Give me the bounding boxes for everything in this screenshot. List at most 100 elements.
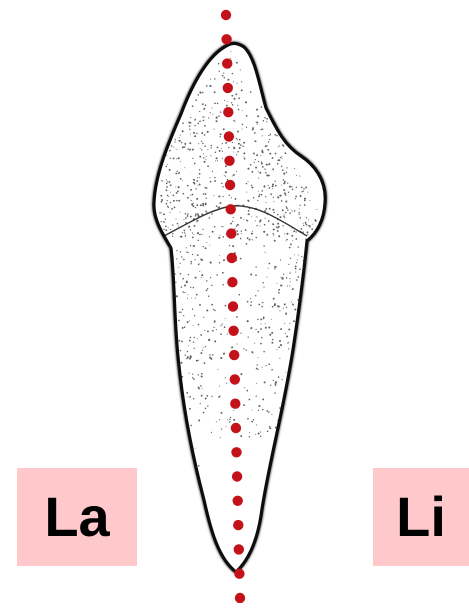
stipple-dot — [173, 157, 175, 159]
stipple-dot — [218, 115, 220, 117]
stipple-dot — [187, 197, 189, 199]
stipple-dot — [262, 135, 263, 136]
stipple-dot — [238, 109, 240, 111]
stipple-dot — [252, 239, 253, 240]
stipple-dot — [312, 224, 313, 225]
stipple-dot — [302, 231, 304, 233]
stipple-dot — [246, 390, 248, 392]
stipple-dot — [240, 258, 242, 260]
stipple-dot — [211, 285, 213, 287]
stipple-dot — [273, 298, 275, 300]
stipple-dot — [227, 79, 229, 81]
stipple-dot — [221, 428, 222, 429]
stipple-dot — [184, 167, 185, 168]
stipple-dot — [195, 277, 197, 279]
stipple-dot — [180, 212, 181, 213]
stipple-dot — [256, 368, 258, 370]
stipple-dot — [282, 144, 284, 146]
stipple-dot — [284, 323, 285, 324]
stipple-dot — [235, 198, 237, 200]
stipple-dot — [193, 287, 195, 289]
stipple-dot — [194, 163, 196, 165]
stipple-dot — [265, 196, 266, 197]
stipple-dot — [223, 73, 224, 74]
stipple-dot — [297, 246, 299, 248]
stipple-dot — [261, 163, 263, 165]
stipple-dot — [249, 436, 251, 438]
stipple-dot — [251, 301, 253, 303]
stipple-dot — [199, 263, 200, 264]
stipple-dot — [191, 200, 192, 201]
stipple-dot — [218, 196, 220, 198]
stipple-dot — [190, 425, 192, 427]
stipple-dot — [206, 395, 208, 397]
stipple-dot — [272, 339, 274, 341]
stipple-dot — [294, 308, 296, 310]
stipple-dot — [215, 151, 217, 153]
stipple-dot — [258, 410, 259, 411]
stipple-dot — [219, 262, 221, 264]
stipple-dot — [285, 201, 287, 203]
stipple-dot — [194, 135, 196, 137]
stipple-dot — [292, 188, 294, 190]
stipple-dot — [248, 210, 250, 212]
stipple-dot — [221, 412, 223, 414]
stipple-dot — [219, 71, 220, 72]
stipple-dot — [214, 310, 215, 311]
stipple-dot — [222, 143, 223, 144]
stipple-dot — [188, 226, 190, 228]
stipple-dot — [163, 213, 165, 215]
stipple-dot — [173, 195, 175, 197]
stipple-dot — [192, 237, 194, 239]
stipple-dot — [267, 149, 269, 151]
stipple-dot — [256, 122, 258, 124]
stipple-dot — [268, 220, 270, 222]
stipple-dot — [288, 329, 290, 331]
stipple-dot — [214, 102, 216, 104]
stipple-dot — [196, 294, 198, 296]
stipple-dot — [196, 198, 198, 200]
stipple-dot — [240, 217, 242, 219]
stipple-dot — [260, 324, 261, 325]
stipple-dot — [226, 426, 227, 427]
stipple-dot — [178, 226, 179, 227]
stipple-dot — [269, 427, 271, 429]
stipple-dot — [195, 298, 196, 299]
stipple-dot — [246, 115, 248, 117]
stipple-dot — [258, 171, 259, 172]
stipple-dot — [224, 100, 225, 101]
stipple-dot — [206, 187, 208, 189]
stipple-dot — [193, 325, 194, 326]
stipple-dot — [189, 340, 191, 342]
stipple-dot — [227, 101, 228, 102]
stipple-dot — [166, 186, 168, 188]
stipple-dot — [193, 182, 195, 184]
stipple-dot — [248, 200, 250, 202]
stipple-dot — [268, 141, 269, 142]
stipple-dot — [216, 274, 218, 276]
stipple-dot — [217, 160, 218, 161]
stipple-dot — [233, 120, 235, 122]
stipple-dot — [278, 146, 279, 147]
stipple-dot — [229, 421, 231, 423]
stipple-dot — [248, 337, 249, 338]
stipple-dot — [204, 161, 206, 163]
stipple-dot — [273, 197, 274, 198]
stipple-dot — [254, 162, 255, 163]
stipple-dot — [262, 409, 264, 411]
lingual-label: Li — [373, 468, 469, 566]
stipple-dot — [177, 190, 179, 192]
stipple-dot — [247, 418, 249, 420]
stipple-dot — [247, 220, 248, 221]
labial-label: La — [17, 468, 137, 566]
stipple-dot — [264, 381, 266, 383]
stipple-dot — [218, 237, 220, 239]
stipple-dot — [211, 145, 213, 147]
stipple-dot — [209, 177, 210, 178]
stipple-dot — [167, 181, 168, 182]
stipple-dot — [241, 233, 242, 234]
stipple-dot — [205, 211, 207, 213]
stipple-dot — [207, 165, 209, 167]
stipple-dot — [278, 292, 280, 294]
stipple-dot — [216, 329, 217, 330]
